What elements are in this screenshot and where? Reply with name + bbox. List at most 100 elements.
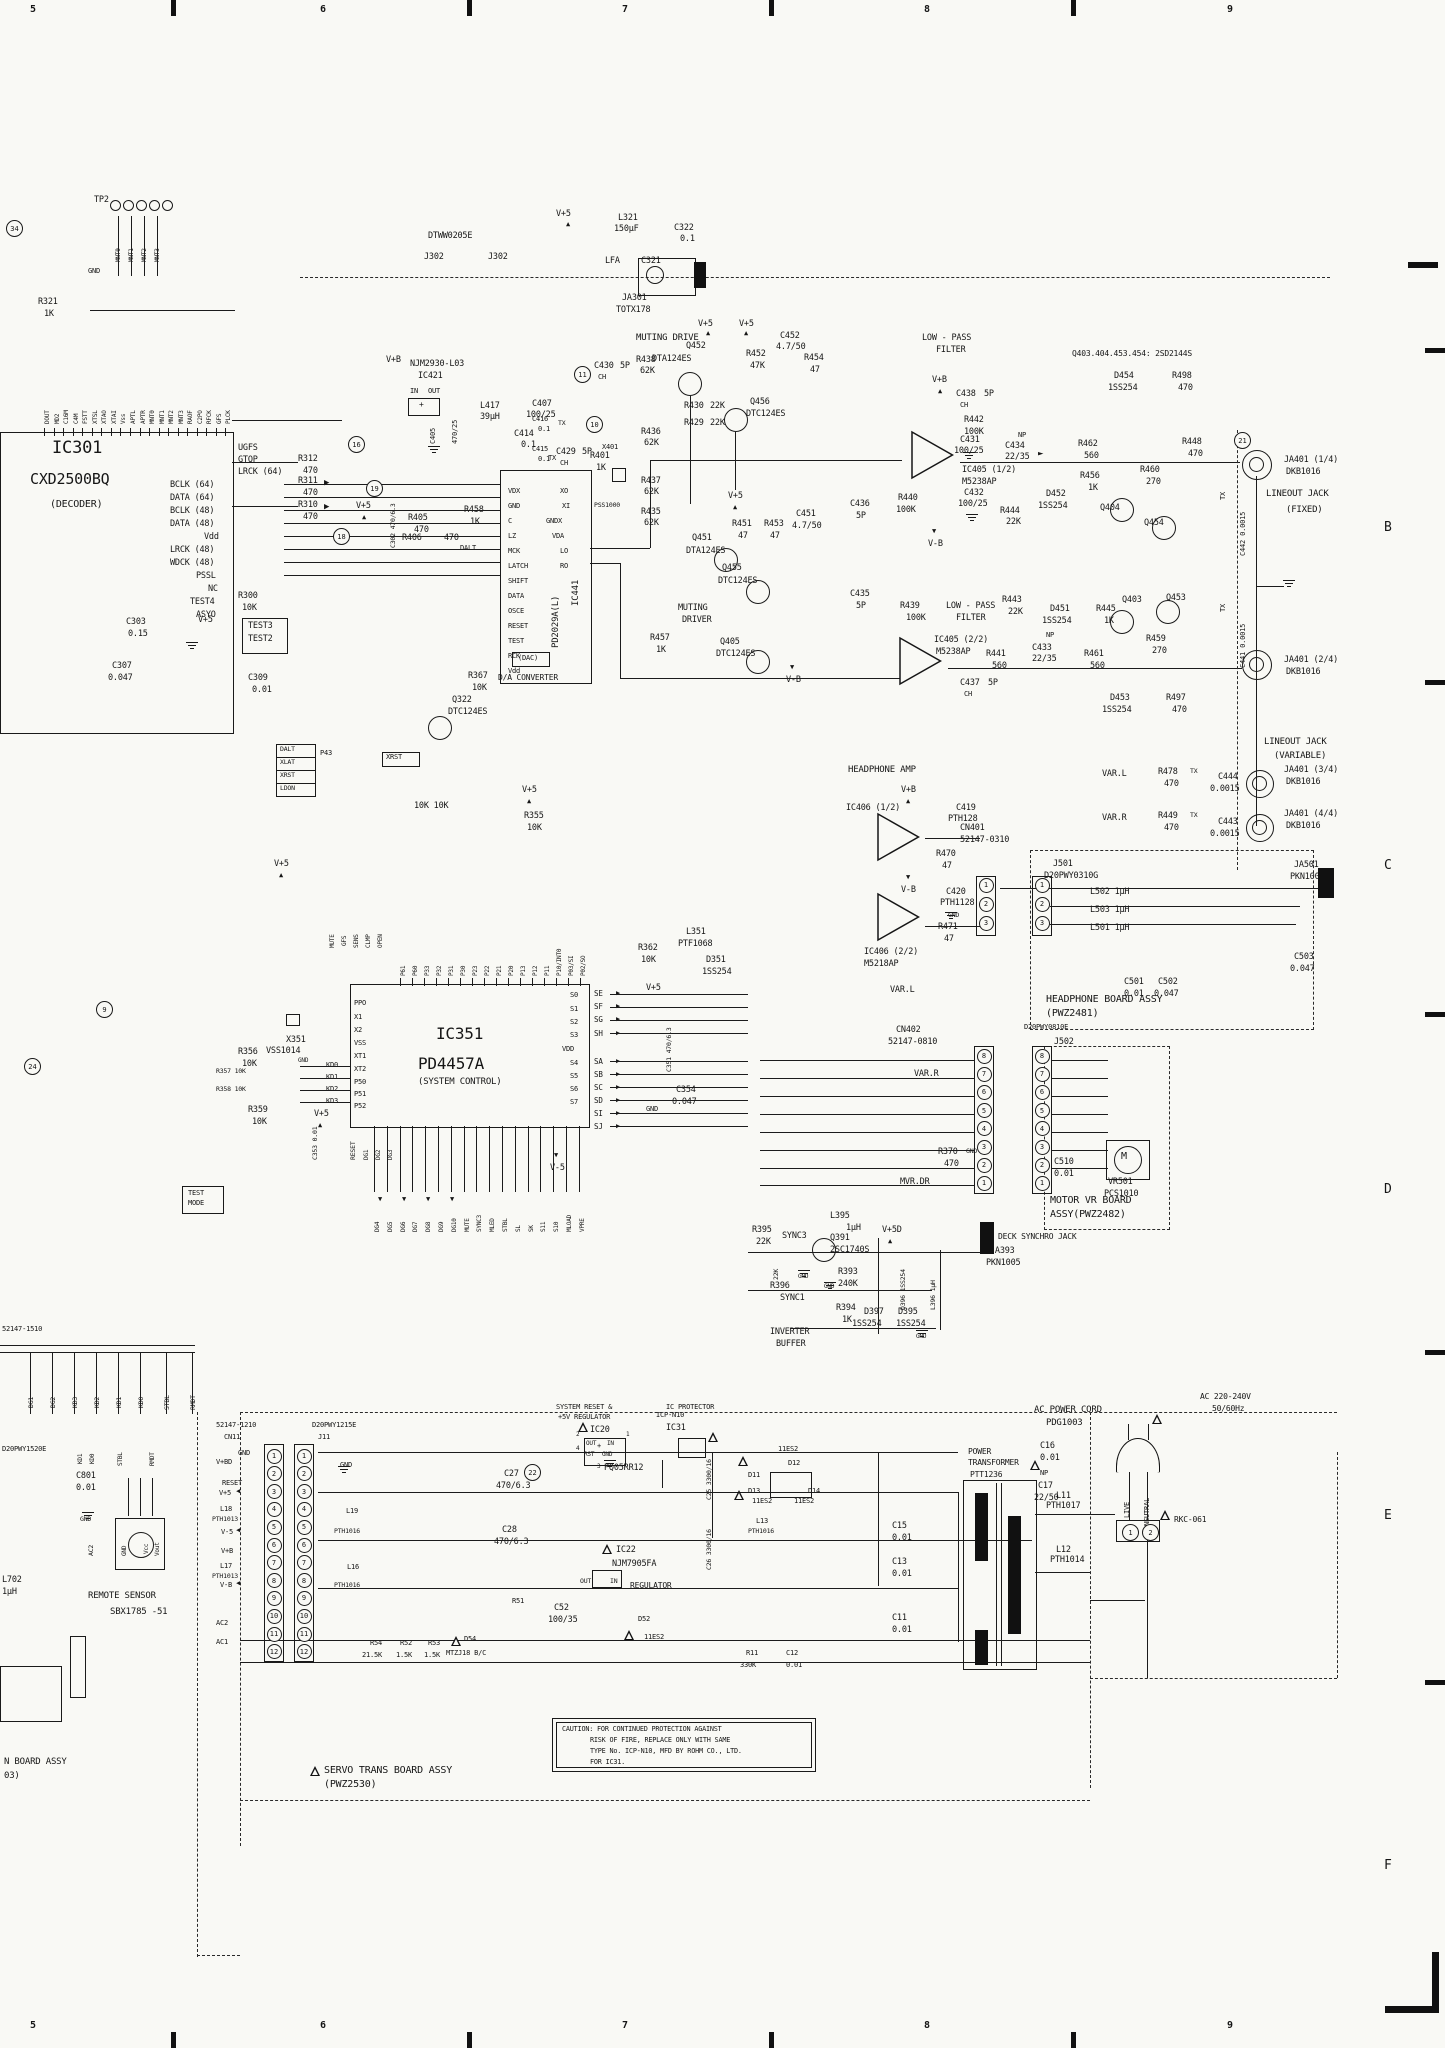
schematic-label: R357 10K [216,1067,246,1075]
schematic-label: 21.5K [362,1651,383,1659]
circled-number: 11 [574,366,591,383]
pin-label: DOUT [44,410,51,424]
connector-pin: 2 [976,1157,992,1173]
ground-icon [1283,580,1295,588]
solid-mark [1318,868,1334,898]
schematic-label: L702 [2,1575,22,1585]
schematic-label: C12 [786,1649,799,1657]
schematic-label: 1SS254 [896,1319,926,1329]
schematic-label: SA [594,1057,603,1066]
schematic-label: KD3 [326,1097,339,1105]
pin-stub [489,1126,491,1192]
schematic-label: (DECODER) [50,499,103,510]
grid-column-label: 5 [30,2020,37,2031]
circled-number: 16 [348,436,365,453]
circled-number: 2 [1142,1524,1159,1541]
circled-number: 24 [24,1058,41,1075]
wire [1129,1472,1130,1520]
pin-label: XTAO [101,410,109,424]
wire [1035,1514,1115,1515]
schematic-label: JA401 (2/4) [1284,655,1339,665]
wire [284,562,500,563]
schematic-label: TEST4 [190,597,215,607]
connector-pin: 2 [1034,1157,1050,1173]
pin-label: P02/SO [580,955,587,976]
schematic-label: Q456 [750,397,770,407]
schematic-label: GND [80,1516,91,1523]
schematic-label: S7 [570,1098,579,1106]
pin-label: MLED [489,1218,497,1232]
schematic-label: IC301 [52,438,103,458]
schematic-label: XT1 [354,1052,367,1060]
schematic-label: CH [560,459,569,467]
schematic-label: L11 [1056,1491,1071,1501]
pin-label: MNT2 [168,410,176,424]
grid-column-label: 6 [320,2020,327,2031]
schematic-label: 10K [242,603,257,613]
schematic-label: V+5 [739,319,754,329]
wire [610,1020,748,1021]
schematic-label: 0.1 [538,425,551,433]
pin-label: RFCK [206,410,214,424]
pin-label: P20 [508,965,515,976]
pin-label: Vss [120,413,128,424]
warning-icon [734,1490,744,1500]
schematic-label: 11ES2 [794,1497,815,1505]
grid-column-label: 6 [320,4,327,15]
solid-mark [1008,1516,1021,1634]
schematic-label: C407 [532,399,552,409]
circle-symbol [123,200,134,211]
schematic-label: DG1 [363,1149,370,1160]
circled-number: 1 [1122,1524,1139,1541]
grid-row-label: B [1384,520,1392,535]
schematic-label: 50/60Hz [1212,1404,1245,1413]
wire [30,1352,31,1414]
warning-icon [602,1544,612,1554]
schematic-label: 100/35 [548,1615,578,1625]
connector-pin: 6 [1034,1084,1050,1100]
component-outline [552,1718,816,1772]
schematic-label: IC20 [590,1425,610,1435]
schematic-label: C [508,517,513,525]
solid-mark [171,0,176,16]
circle-symbol [646,266,664,284]
schematic-label: R430 [684,401,704,411]
schematic-label: R497 [1166,693,1186,703]
pin-stub [508,978,509,986]
schematic-label: CN11 [224,1433,241,1441]
schematic-label: KD0 [89,1453,96,1464]
schematic-label: N BOARD ASSY [4,1757,67,1767]
wire [1052,1150,1108,1151]
schematic-label: R459 [1146,634,1166,644]
schematic-label: MUTE [329,934,336,948]
schematic-label: X351 [286,1035,306,1045]
schematic-label: LINEOUT JACK [1264,737,1327,747]
schematic-label: X1 [354,1013,363,1021]
schematic-label: 22K [1008,607,1023,617]
solid-mark [1432,1952,1439,2013]
schematic-label: 1K [470,517,480,527]
ground-icon [428,446,440,454]
warning-icon [738,1456,748,1466]
grid-row-label: D [1384,1182,1392,1197]
circled-number: 9 [96,1001,113,1018]
circled-number: 19 [366,480,383,497]
schematic-label: D453 [1110,693,1130,703]
schematic-label: VR501 [1108,1177,1133,1187]
circled-number: 22 [524,1464,541,1481]
schematic-label: Q404 [1100,503,1120,513]
schematic-label: (PWZ2481) [1046,1008,1099,1019]
schematic-label: NJM2930-L03 [410,359,465,369]
schematic-label: V-B [220,1581,233,1589]
schematic-label: C502 [1158,977,1178,987]
circle-symbol [1249,657,1264,672]
schematic-label: D20PWY1215E [312,1421,357,1429]
schematic-label: 0.01 [892,1533,912,1543]
schematic-label: SB [594,1070,603,1079]
schematic-label: ◀ [236,1579,241,1587]
connector-pin: 7 [976,1066,992,1082]
schematic-label: V-B [786,675,801,685]
schematic-label: C503 [1294,952,1314,962]
component-outline [1116,1520,1160,1542]
pin-stub [460,978,461,986]
